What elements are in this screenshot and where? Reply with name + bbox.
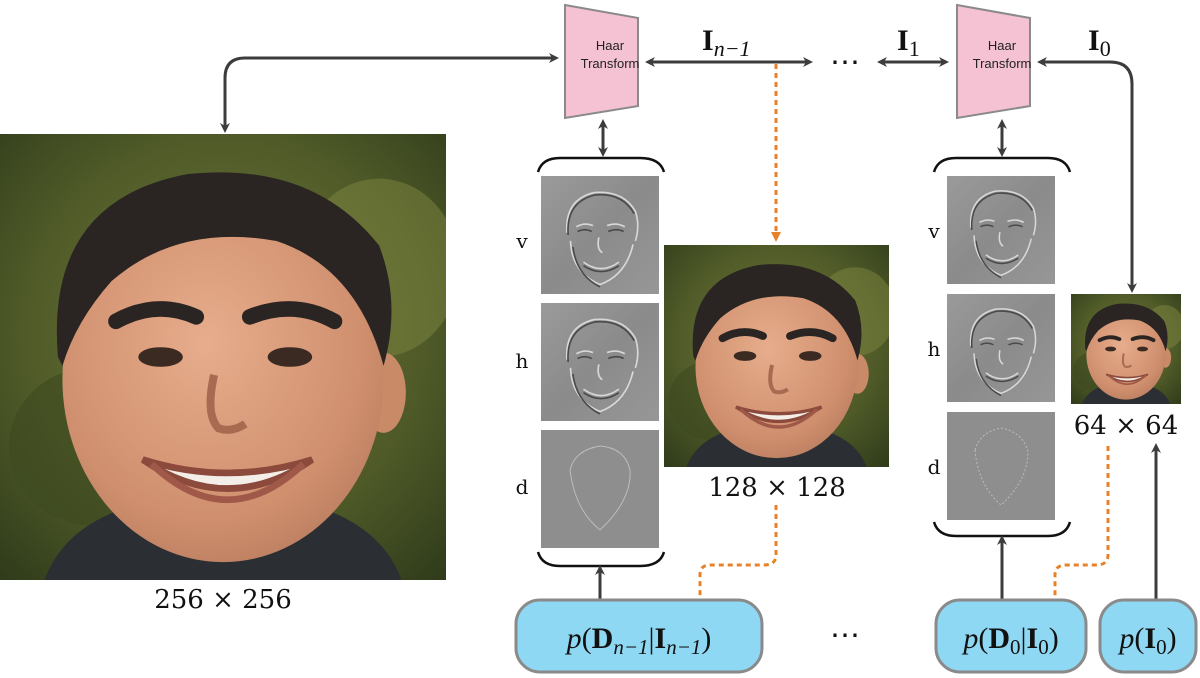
haar-right-line1: Haar <box>988 38 1017 53</box>
dist-right-i: I <box>1144 622 1156 655</box>
haar-transform-left: Haar Transform <box>564 3 640 120</box>
dist-right-text: p(I0) <box>1117 622 1176 659</box>
dist-left-d-sub: n−1 <box>613 635 648 659</box>
dist-left-text: p(Dn−1|In−1) <box>565 622 712 659</box>
dist-right-close: ) <box>1167 622 1177 655</box>
dist-left-p: p <box>565 622 582 655</box>
brace-top-left <box>536 156 666 173</box>
subband-label-v-left: v <box>515 229 528 253</box>
dist-middle-close: ) <box>1049 622 1059 655</box>
dist-left-i: I <box>655 622 667 655</box>
label-i-n-minus-1: In−1 <box>702 24 751 61</box>
face-photo-256 <box>0 134 459 580</box>
brace-bottom-right <box>932 521 1072 538</box>
label-i-1-base: I <box>897 24 909 57</box>
label-i-0: I0 <box>1088 24 1111 61</box>
haar-left-line2: Transform <box>581 56 640 71</box>
dist-middle-d-sub: 0 <box>1010 635 1021 659</box>
caption-64: 64 × 64 <box>1074 411 1178 441</box>
caption-128: 128 × 128 <box>708 473 846 503</box>
cond-arrow-left <box>695 505 778 616</box>
haar-transform-right: Haar Transform <box>956 3 1032 120</box>
dist-left-i-sub: n−1 <box>666 635 701 659</box>
dist-node-right: p(I0) <box>1098 598 1198 674</box>
dist-middle-d: D <box>988 622 1010 655</box>
dist-middle-p: p <box>961 622 978 655</box>
face-photo-128 <box>664 245 896 467</box>
dist-right-i-sub: 0 <box>1156 635 1167 659</box>
ellipsis-bottom: ⋯ <box>830 619 860 652</box>
brace-top-right <box>932 156 1072 173</box>
subband-label-h-right: h <box>928 337 941 361</box>
cond-arrow-right <box>1050 446 1110 616</box>
dist-node-middle: p(D0|I0) <box>934 598 1088 674</box>
label-i-1: I1 <box>897 24 920 61</box>
label-i-0-base: I <box>1088 24 1100 57</box>
dist-right-p: p <box>1117 622 1134 655</box>
subband-h-left <box>540 302 660 422</box>
subband-v-right <box>946 175 1056 285</box>
label-i-1-sub: 1 <box>909 36 920 61</box>
arrow-i-0-to-small <box>1037 57 1137 293</box>
subband-v-left <box>540 175 660 295</box>
ellipsis-top: ⋯ <box>830 46 860 79</box>
dist-left-bar: | <box>648 622 654 655</box>
dist-middle-bar: | <box>1020 622 1026 655</box>
dist-middle-text: p(D0|I0) <box>961 622 1058 659</box>
dist-middle-i: I <box>1027 622 1039 655</box>
subband-h-right <box>946 293 1056 403</box>
label-i-n-minus-1-sub: n−1 <box>714 36 751 61</box>
face-photo-64 <box>1071 294 1181 404</box>
label-i-0-sub: 0 <box>1100 36 1111 61</box>
haar-right-line2: Transform <box>973 56 1032 71</box>
subband-label-v-right: v <box>927 219 940 243</box>
dist-left-open: ( <box>582 622 592 655</box>
subband-d-left <box>541 430 659 548</box>
dist-node-left: p(Dn−1|In−1) <box>514 598 764 674</box>
dist-left-d: D <box>592 622 614 655</box>
brace-bottom-left <box>536 551 666 568</box>
subband-label-d-right: d <box>928 455 941 479</box>
haar-left-line1: Haar <box>596 38 625 53</box>
subband-label-h-left: h <box>516 349 529 373</box>
arrow-haar-to-large <box>220 53 559 133</box>
dist-middle-open: ( <box>978 622 988 655</box>
dist-left-close: ) <box>701 622 711 655</box>
conditioning-arrows <box>695 64 1110 616</box>
label-i-n-minus-1-base: I <box>702 24 714 57</box>
subband-label-d-left: d <box>516 475 529 499</box>
dist-right-open: ( <box>1134 622 1144 655</box>
caption-256: 256 × 256 <box>154 585 292 615</box>
subband-d-right <box>947 412 1055 520</box>
dist-middle-i-sub: 0 <box>1038 635 1049 659</box>
